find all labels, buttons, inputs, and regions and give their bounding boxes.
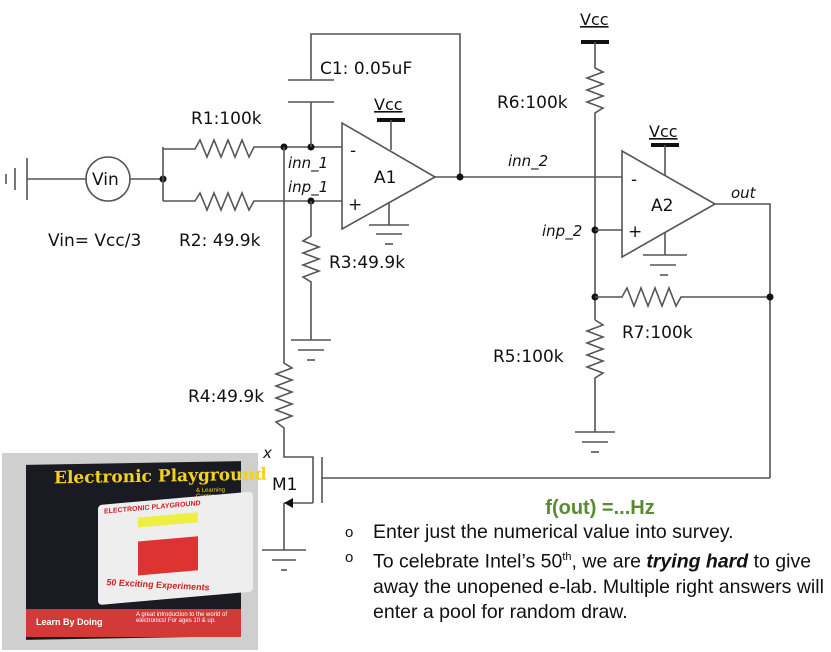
r7-label: R7:100k (622, 323, 693, 343)
bullet-item: o Enter just the numerical value into su… (345, 520, 825, 545)
bullet-icon: o (345, 524, 354, 541)
superscript: th (562, 551, 572, 563)
bullet-text-part: to give away the unopened e-lab. Multipl… (373, 550, 824, 623)
kit-board-panel (138, 536, 198, 576)
r1-label: R1:100k (191, 109, 262, 129)
a1-output-dot (456, 173, 464, 181)
vin-equation: Vin= Vcc/3 (48, 231, 141, 251)
inp1-label: inp_1 (288, 178, 328, 197)
capacitor-c1 (288, 33, 461, 177)
resistor-r2 (163, 190, 342, 213)
kit-experiments: 50 Exciting Experiments (105, 577, 211, 593)
a1-label: A1 (374, 168, 396, 188)
r6-label: R6:100k (497, 93, 568, 113)
kit-board-panel (138, 512, 198, 528)
kit-band: Learn By Doing A great introduction to t… (26, 609, 241, 637)
kit-slogan: Learn By Doing (36, 617, 103, 627)
r5-label: R5:100k (493, 347, 564, 367)
vin-ground-symbol (5, 158, 28, 200)
out-node-dot (766, 293, 774, 301)
r6-vcc-label: Vcc (580, 10, 609, 29)
inn2-label: inn_2 (508, 152, 548, 171)
r4-label: R4:49.9k (188, 387, 264, 407)
r2-label: R2: 49.9k (179, 231, 261, 251)
resistor-r4 (273, 147, 314, 503)
resistor-r7 (595, 285, 770, 309)
ground-symbol (643, 233, 687, 276)
bullet-item: o To celebrate Intel’s 50th, we are tryi… (345, 545, 825, 625)
opamp-a2 (621, 149, 717, 259)
m1-source-arrow (284, 498, 293, 508)
x-node-label: x (262, 444, 272, 462)
resistor-r1 (163, 137, 311, 160)
kit-title: Electronic Playground (54, 464, 267, 489)
m1-label: M1 (272, 475, 297, 495)
a2-vcc-label: Vcc (649, 122, 678, 141)
inp2-label: inp_2 (542, 222, 582, 241)
question-block: f(out) =...Hz o Enter just the numerical… (345, 497, 825, 625)
bullet-text: Enter just the numerical value into surv… (373, 521, 734, 543)
a1-minus: - (350, 141, 356, 161)
e-lab-kit-photo: Electronic Playground & Learning Center … (2, 453, 267, 650)
c1-label: C1: 0.05uF (320, 59, 412, 79)
resistor-r3 (300, 201, 322, 330)
a2-label: A2 (651, 196, 673, 216)
inn1-label: inn_1 (288, 154, 328, 173)
a1-vcc-label: Vcc (374, 95, 403, 114)
question-prompt: f(out) =...Hz (545, 497, 655, 519)
vin-label: Vin (92, 170, 119, 190)
bullet-icon: o (345, 549, 354, 566)
bullet-text-part: , we are (571, 550, 647, 573)
a1-plus: + (348, 195, 362, 215)
bullet-text-part: To celebrate Intel’s 50 (373, 550, 563, 573)
out-label: out (731, 184, 757, 202)
emphasis: trying hard (646, 550, 749, 573)
ground-symbol (575, 431, 615, 453)
bullet-text: To celebrate Intel’s 50th, we are trying… (373, 545, 825, 625)
a2-plus: + (628, 222, 642, 242)
a2-minus: - (631, 170, 637, 190)
ground-symbol (262, 549, 306, 571)
ground-symbol (291, 330, 331, 361)
kit-intro: A great introduction to the world of ele… (136, 612, 228, 624)
resistor-r6 (584, 42, 606, 320)
r3-label: R3:49.9k (329, 253, 405, 273)
resistor-r5 (584, 319, 606, 432)
ground-symbol (369, 203, 409, 245)
kit-board: ELECTRONIC PLAYGROUND 50 Exciting Experi… (98, 491, 253, 606)
